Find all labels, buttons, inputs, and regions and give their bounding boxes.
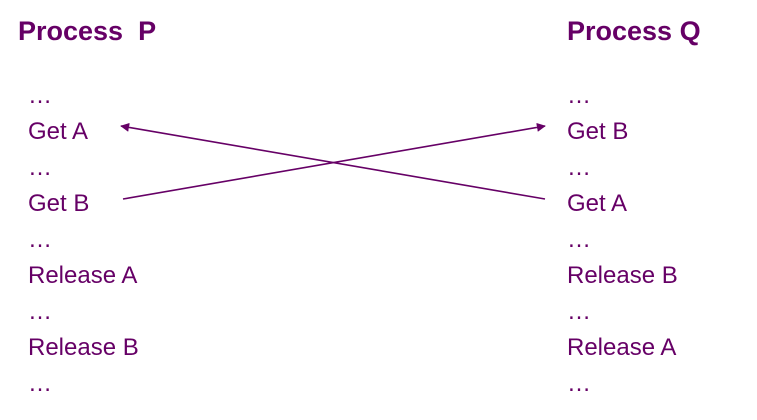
process-q-step: … (567, 154, 591, 181)
process-q-step: … (567, 226, 591, 253)
process-p-title: Process P (18, 16, 157, 46)
process-q-step: … (567, 298, 591, 325)
process-p-steps: … Get A … Get B … Release A … Release B … (28, 78, 139, 402)
process-p-step: … (28, 226, 52, 253)
process-q-step: Get B (567, 118, 629, 145)
process-p-step: Release A (28, 262, 138, 289)
arrow-q-get-a-to-p-get-a (120, 122, 546, 200)
process-p-step: … (28, 370, 52, 397)
process-q-steps: … Get B … Get A … Release B … Release A … (567, 78, 678, 402)
process-q-step: Get A (567, 190, 628, 217)
process-q-step: … (567, 82, 591, 109)
process-p-step: … (28, 154, 52, 181)
process-q-step: Release B (567, 262, 678, 289)
process-q-step: … (567, 370, 591, 397)
process-q-step: Release A (567, 334, 677, 361)
process-p-step: Release B (28, 334, 139, 361)
process-p-step: Get B (28, 190, 90, 217)
process-p-step: Get A (28, 118, 89, 145)
process-p-step: … (28, 82, 52, 109)
process-q-title: Process Q (567, 16, 701, 46)
process-p-step: … (28, 298, 52, 325)
